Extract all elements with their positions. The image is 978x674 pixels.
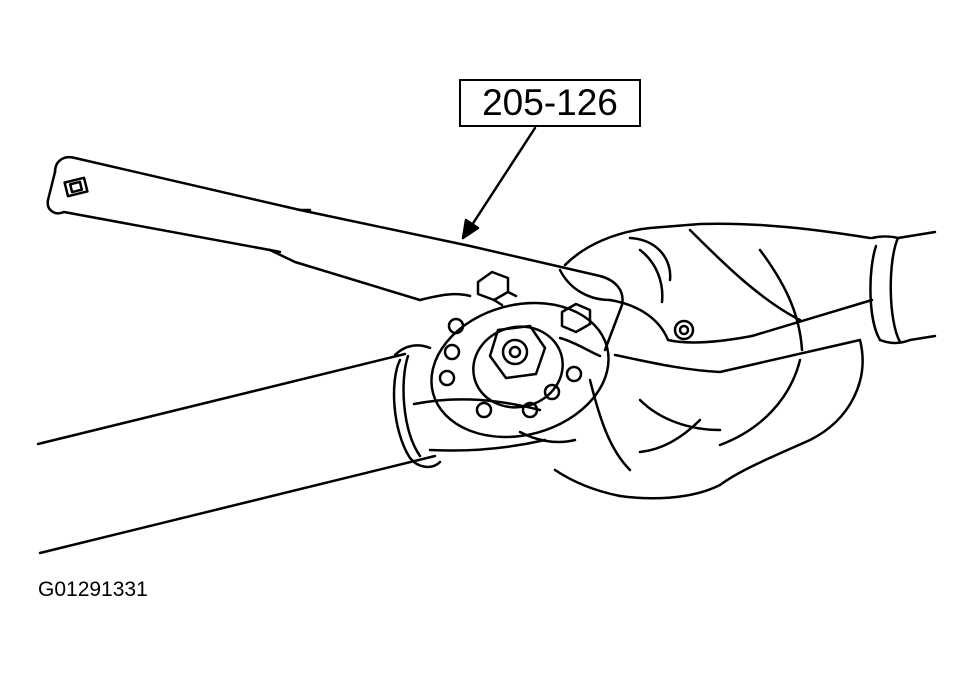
holding-tool-handle [46,155,624,358]
driveshaft-tube [36,352,437,555]
callout-leader-arrow [461,126,537,240]
axle-tube [869,230,937,345]
tool-number-callout: 205-126 [459,79,641,127]
differential-housing [553,222,874,500]
pinion-nut [488,324,547,380]
figure-id: G01291331 [38,578,148,601]
pinion-flange [430,301,610,439]
tool-bolt-left [476,270,518,307]
u-joint-yoke [392,344,577,469]
tool-bolt-right [560,302,592,334]
tool-number-label: 205-126 [482,82,618,123]
